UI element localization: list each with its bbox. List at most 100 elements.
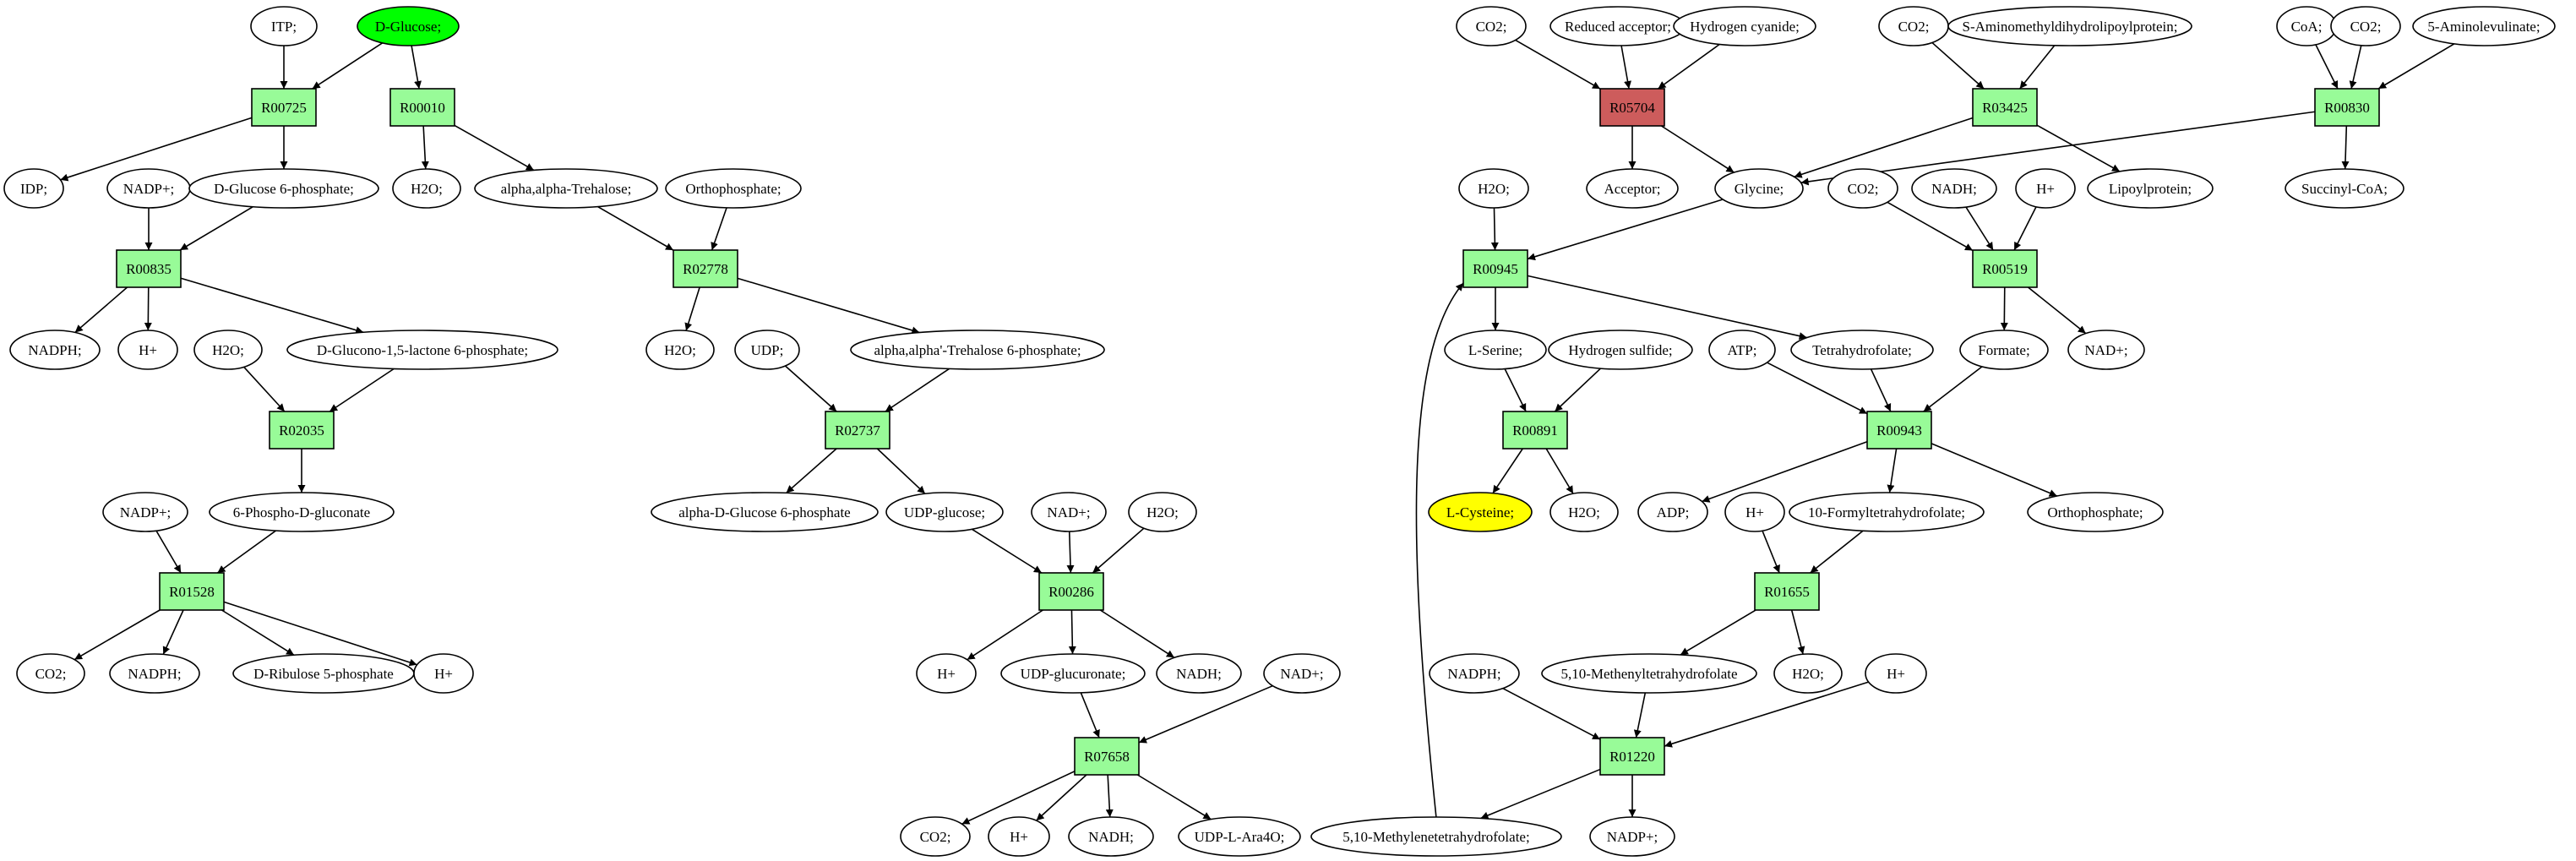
metabolite-node-methenylthf[interactable]: 5,10-Methenyltetrahydrofolate: [1541, 653, 1757, 694]
reaction-node-r00891[interactable]: R00891: [1502, 411, 1568, 450]
metabolite-node-udpglucose[interactable]: UDP-glucose;: [885, 492, 1004, 532]
reaction-node-r00010[interactable]: R00010: [389, 88, 455, 127]
metabolite-node-formylthf[interactable]: 10-Formyltetrahydrofolate;: [1789, 492, 1985, 532]
metabolite-node-nadh_c[interactable]: NADH;: [1911, 168, 1997, 209]
node-label: R00830: [2324, 100, 2370, 116]
reaction-node-r01528[interactable]: R01528: [159, 572, 225, 611]
reaction-node-r00835[interactable]: R00835: [116, 249, 182, 288]
metabolite-node-acceptor[interactable]: Acceptor;: [1586, 168, 1679, 209]
metabolite-node-co2_b[interactable]: CO2;: [900, 816, 971, 857]
metabolite-node-h2o_g[interactable]: H2O;: [1773, 653, 1843, 694]
metabolite-node-hplus_f[interactable]: H+: [1724, 492, 1785, 532]
metabolite-node-h2o_d[interactable]: H2O;: [1128, 492, 1197, 532]
metabolite-node-h2o_b[interactable]: H2O;: [193, 330, 263, 370]
reaction-node-r01220[interactable]: R01220: [1599, 737, 1665, 776]
metabolite-node-succinylcoa[interactable]: Succinyl-CoA;: [2285, 168, 2404, 209]
metabolite-node-hcn[interactable]: Hydrogen cyanide;: [1673, 6, 1816, 46]
reaction-node-r00945[interactable]: R00945: [1462, 249, 1528, 288]
reaction-node-r07658[interactable]: R07658: [1074, 737, 1140, 776]
reaction-node-r01655[interactable]: R01655: [1754, 572, 1820, 611]
metabolite-node-co2_e[interactable]: CO2;: [2330, 6, 2401, 46]
metabolite-node-coa[interactable]: CoA;: [2276, 6, 2337, 46]
metabolite-node-atp[interactable]: ATP;: [1708, 330, 1776, 370]
metabolite-node-trehalose[interactable]: alpha,alpha-Trehalose;: [474, 168, 658, 209]
reaction-node-r00830[interactable]: R00830: [2314, 88, 2380, 127]
metabolite-node-nadp_a[interactable]: NADP+;: [106, 168, 191, 209]
metabolite-node-nadp_b[interactable]: NADP+;: [102, 492, 188, 532]
metabolite-node-udpara4o[interactable]: UDP-L-Ara4O;: [1178, 816, 1301, 857]
metabolite-node-h2o_c[interactable]: H2O;: [645, 330, 715, 370]
node-label: CO2;: [2350, 19, 2382, 35]
reaction-node-r02737[interactable]: R02737: [825, 411, 890, 450]
metabolite-node-hplus_b[interactable]: H+: [413, 653, 474, 694]
metabolite-node-lipoylprotein[interactable]: Lipoylprotein;: [2087, 168, 2214, 209]
node-label: 5,10-Methenyltetrahydrofolate: [1560, 666, 1737, 682]
metabolite-node-ribulose[interactable]: D-Ribulose 5-phosphate: [232, 653, 415, 694]
metabolite-node-formate[interactable]: Formate;: [1959, 330, 2049, 370]
edge-r01220-to-methylenethf: [1480, 768, 1601, 820]
metabolite-node-h2o_a[interactable]: H2O;: [392, 168, 461, 209]
reaction-node-r05704[interactable]: R05704: [1599, 88, 1665, 127]
metabolite-node-nadph_a[interactable]: NADPH;: [9, 330, 101, 370]
metabolite-ellipse: [1827, 168, 1898, 209]
reaction-node-r00943[interactable]: R00943: [1866, 411, 1932, 450]
metabolite-node-trehalose6p[interactable]: alpha,alpha'-Trehalose 6-phosphate;: [850, 330, 1105, 370]
reaction-node-r02035[interactable]: R02035: [269, 411, 335, 450]
node-label: D-Ribulose 5-phosphate: [253, 666, 394, 682]
metabolite-node-saminomethyl[interactable]: S-Aminomethyldihydrolipoylprotein;: [1947, 6, 2192, 46]
metabolite-node-lcysteine[interactable]: L-Cysteine;: [1428, 492, 1533, 532]
metabolite-node-udp[interactable]: UDP;: [734, 330, 800, 370]
metabolite-ellipse: [1773, 653, 1843, 694]
metabolite-ellipse: [3, 168, 64, 209]
node-label: R02778: [683, 261, 728, 277]
metabolite-node-methylenethf[interactable]: 5,10-Methylenetetrahydrofolate;: [1310, 816, 1562, 857]
metabolite-node-lserine[interactable]: L-Serine;: [1444, 330, 1547, 370]
metabolite-node-h2o_f[interactable]: H2O;: [1549, 492, 1619, 532]
metabolite-node-idp[interactable]: IDP;: [3, 168, 64, 209]
reaction-node-r02778[interactable]: R02778: [673, 249, 738, 288]
metabolite-node-nad_c[interactable]: NAD+;: [2067, 330, 2145, 370]
metabolite-node-nadph_b[interactable]: NADPH;: [109, 653, 200, 694]
metabolite-node-orthophosphate_a[interactable]: Orthophosphate;: [665, 168, 802, 209]
metabolite-node-dglucose[interactable]: D-Glucose;: [357, 6, 460, 46]
metabolite-node-nad_a[interactable]: NAD+;: [1031, 492, 1107, 532]
metabolite-ellipse: [2412, 6, 2556, 46]
edge-h2o_d-to-r00286: [1092, 527, 1145, 574]
metabolite-node-nad_b[interactable]: NAD+;: [1263, 653, 1341, 694]
metabolite-node-nadph_c[interactable]: NADPH;: [1429, 653, 1520, 694]
metabolite-node-thf[interactable]: Tetrahydrofolate;: [1790, 330, 1934, 370]
metabolite-node-co2_c[interactable]: CO2;: [1456, 6, 1527, 46]
metabolite-node-hplus_d[interactable]: H+: [988, 816, 1050, 857]
metabolite-node-co2_f[interactable]: CO2;: [1827, 168, 1898, 209]
metabolite-node-nadh_b[interactable]: NADH;: [1068, 816, 1154, 857]
metabolite-node-hplus_g[interactable]: H+: [1865, 653, 1927, 694]
metabolite-ellipse: [645, 330, 715, 370]
metabolite-node-dglucono[interactable]: D-Glucono-1,5-lactone 6-phosphate;: [286, 330, 558, 370]
metabolite-node-nadh_a[interactable]: NADH;: [1156, 653, 1242, 694]
metabolite-node-nadp_c[interactable]: NADP+;: [1589, 816, 1675, 857]
metabolite-node-redacceptor[interactable]: Reduced acceptor;: [1549, 6, 1686, 46]
reaction-node-r00725[interactable]: R00725: [251, 88, 317, 127]
metabolite-node-adg6p[interactable]: alpha-D-Glucose 6-phosphate: [651, 492, 879, 532]
reaction-node-r00286[interactable]: R00286: [1038, 572, 1104, 611]
metabolite-node-hplus_a[interactable]: H+: [117, 330, 178, 370]
metabolite-node-glycine[interactable]: Glycine;: [1714, 168, 1804, 209]
metabolite-node-hplus_e[interactable]: H+: [2015, 168, 2076, 209]
reaction-node-r03425[interactable]: R03425: [1972, 88, 2038, 127]
metabolite-node-h2s[interactable]: Hydrogen sulfide;: [1548, 330, 1693, 370]
metabolite-node-co2_a[interactable]: CO2;: [16, 653, 85, 694]
metabolite-node-aminolevulinate[interactable]: 5-Aminolevulinate;: [2412, 6, 2556, 46]
metabolite-node-phosphogluconate[interactable]: 6-Phospho-D-gluconate: [209, 492, 395, 532]
reaction-node-r00519[interactable]: R00519: [1972, 249, 2038, 288]
metabolite-node-itp[interactable]: ITP;: [250, 6, 318, 46]
metabolite-node-orthophosphate_b[interactable]: Orthophosphate;: [2027, 492, 2164, 532]
metabolite-node-h2o_e[interactable]: H2O;: [1458, 168, 1529, 209]
edge-r01655-to-h2o_g: [1790, 609, 1805, 655]
metabolite-node-co2_d[interactable]: CO2;: [1878, 6, 1949, 46]
metabolite-node-adp[interactable]: ADP;: [1637, 492, 1708, 532]
metabolite-node-udpglucuronate[interactable]: UDP-glucuronate;: [1000, 653, 1146, 694]
metabolite-ellipse: [734, 330, 800, 370]
metabolite-node-hplus_c[interactable]: H+: [916, 653, 977, 694]
edge-redacceptor-to-r05704: [1620, 45, 1631, 90]
metabolite-node-dg6p[interactable]: D-Glucose 6-phosphate;: [188, 168, 379, 209]
